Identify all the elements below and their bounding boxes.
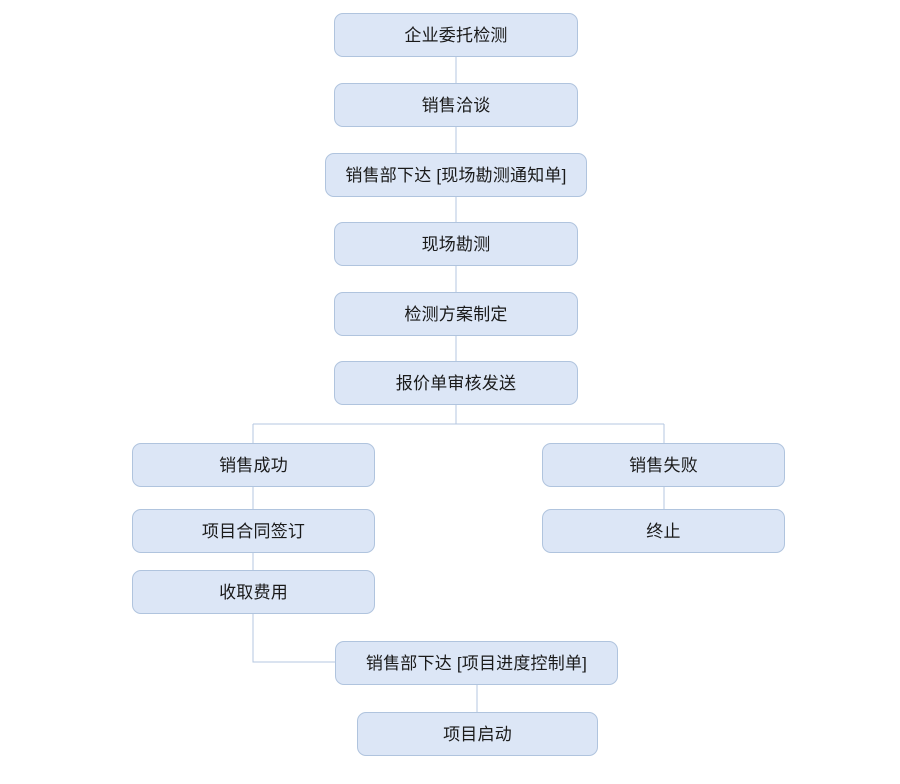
flow-node-n9[interactable]: 项目合同签订 [132,509,375,553]
flow-node-n3[interactable]: 销售部下达 [现场勘测通知单] [325,153,587,197]
flow-node-label: 销售成功 [219,455,288,475]
flow-node-n1[interactable]: 企业委托检测 [334,13,578,57]
flow-node-n12[interactable]: 销售部下达 [项目进度控制单] [335,641,618,685]
flow-node-label: 销售洽谈 [421,95,491,115]
flow-node-label: 销售部下达 [项目进度控制单] [365,653,588,673]
connector-n11-to-n12 [252,614,335,663]
flow-node-n6[interactable]: 报价单审核发送 [334,361,578,405]
flow-node-n7[interactable]: 销售成功 [132,443,375,487]
flow-node-n5[interactable]: 检测方案制定 [334,292,578,336]
flow-node-n8[interactable]: 销售失败 [542,443,785,487]
flow-node-label: 终止 [646,521,681,541]
flow-node-n13[interactable]: 项目启动 [357,712,598,756]
flow-node-label: 报价单审核发送 [395,373,517,393]
flow-node-label: 项目启动 [443,724,512,744]
flow-node-label: 企业委托检测 [404,25,508,45]
flow-node-label: 销售部下达 [现场勘测通知单] [345,165,567,185]
flow-node-n11[interactable]: 收取费用 [132,570,375,614]
flow-node-label: 检测方案制定 [404,304,508,324]
flow-node-label: 收取费用 [219,582,288,602]
flow-node-n10[interactable]: 终止 [542,509,785,553]
flow-node-n4[interactable]: 现场勘测 [334,222,578,266]
flow-node-label: 销售失败 [629,455,698,475]
flow-node-label: 项目合同签订 [201,521,306,541]
flow-node-n2[interactable]: 销售洽谈 [334,83,578,127]
flow-node-label: 现场勘测 [421,234,491,254]
